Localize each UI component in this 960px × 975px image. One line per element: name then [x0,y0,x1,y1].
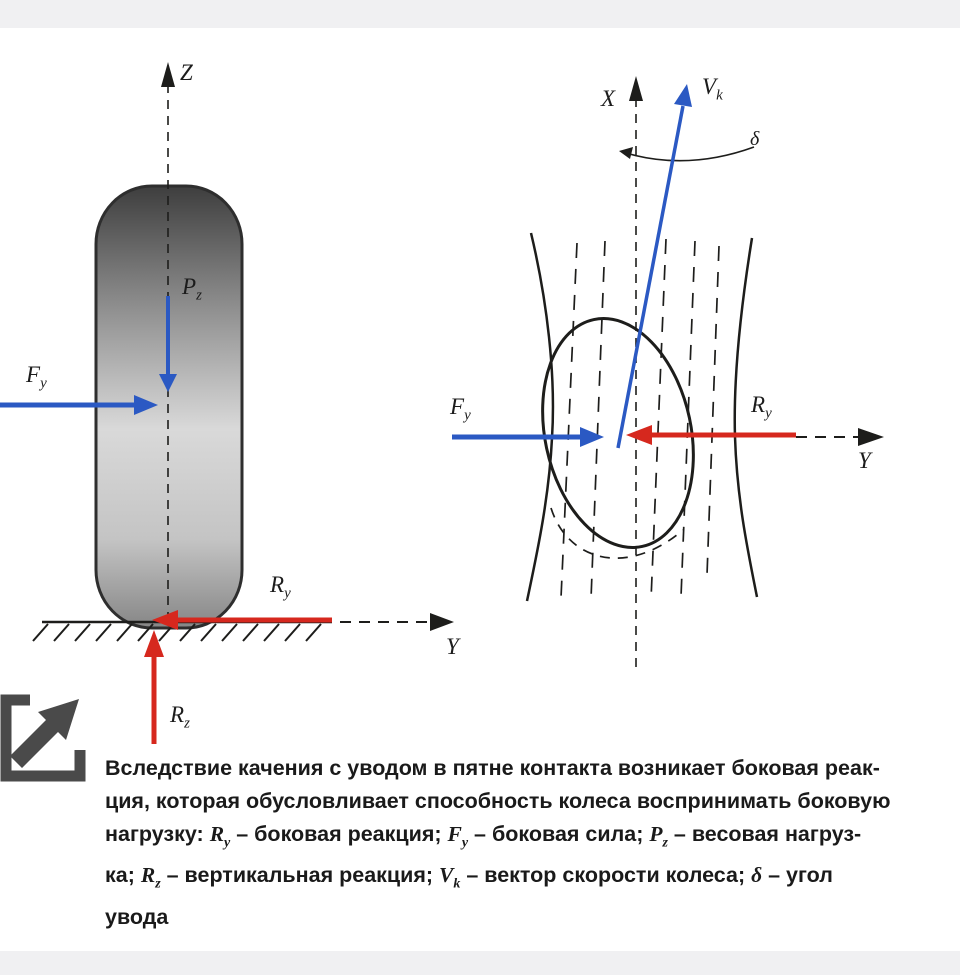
pz-force-arrowhead [159,374,177,392]
top-strip [0,0,960,28]
logo-frame [0,694,86,782]
tire-contour-left [525,232,555,602]
vk-velocity-arrowhead [674,84,692,107]
fy-force-arrowhead-left [134,395,158,415]
caption-line: ция, которая обусловливает способность к… [105,789,891,813]
tread-line-4 [680,240,696,598]
ry-reaction-arrowhead-right [626,425,652,445]
label-ry-right: Ry [751,392,772,422]
label-delta: δ [750,128,760,150]
patch-rear-dashed-edge [550,507,684,559]
slip-angle-arc-arrowhead [619,147,633,159]
label-axis-y-left: Y [446,634,459,659]
figure-caption: Вследствие качения с уводом в пятне конт… [105,752,945,934]
ry-reaction-arrowhead-left [152,610,178,630]
rz-reaction-arrowhead [144,630,164,657]
tread-line-3 [650,238,667,601]
contact-patch-outline [541,317,695,549]
caption-line: Вследствие качения с уводом в пятне конт… [105,756,880,780]
caption-line: увода [105,904,169,929]
tread-line-1 [560,242,578,599]
slip-angle-arc [625,146,755,162]
x-axis-arrowhead [629,76,643,101]
label-pz: Pz [182,274,202,304]
tread-line-5 [706,245,720,576]
label-fy-right: Fy [450,394,471,424]
caption-line: ка; Rz – вертикальная реакция; Vk – вект… [105,863,833,892]
fy-force-arrowhead-right [580,427,604,447]
vk-velocity-arrow-line [616,105,685,449]
label-axis-x: X [601,86,616,111]
logo-arrow-icon [10,699,79,768]
label-axis-y-right: Y [858,448,871,473]
publisher-logo-arrow [0,694,86,782]
left-diagram-side-view [0,62,454,744]
bottom-strip [0,951,960,975]
right-diagram-contact-patch [452,76,884,672]
caption-line: нагрузку: Ry – боковая реакция; Fy – бок… [105,822,862,851]
ground-hatching [32,623,322,642]
y-axis-arrowhead-left [430,613,454,631]
z-axis-arrowhead [161,62,175,87]
label-axis-z: Z [180,60,193,85]
label-ry-left: Ry [270,572,291,602]
label-fy-left: Fy [26,362,47,392]
label-rz: Rz [170,702,190,732]
tread-line-2 [590,240,606,600]
y-axis-arrowhead-right [858,428,884,446]
label-vk: Vk [702,74,723,104]
